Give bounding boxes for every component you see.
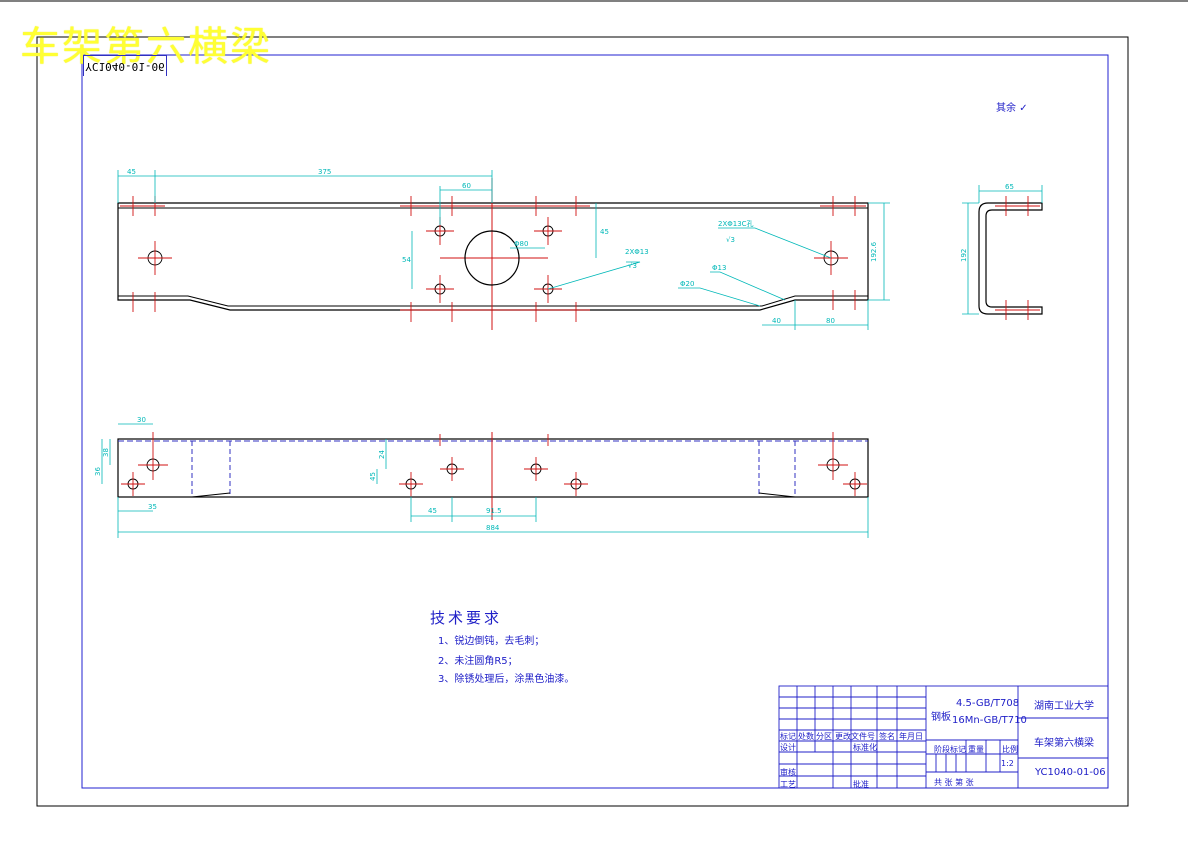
dim-front-1: 375 [318, 168, 331, 176]
weight-label: 重量 [968, 745, 984, 754]
tech-requirement-1: 1、锐边倒钝，去毛刺； [438, 636, 545, 647]
header-sign: 签名 [879, 732, 895, 741]
header-change-doc: 更改文件号 [835, 732, 875, 741]
dim-front-7: 2XΦ13C孔 [718, 220, 754, 228]
scale-label: 比例 [1002, 745, 1018, 754]
dim-front-4: 54 [402, 256, 411, 264]
drawing-number-tab: YC1040-01-06 [83, 55, 167, 76]
standardization-label: 标准化 [853, 743, 877, 752]
dim-top-0: 30 [137, 416, 146, 424]
overlay-title: 车架第六横梁 [20, 24, 272, 70]
dim-front-8: √3 [726, 236, 735, 244]
header-mark: 标记 [780, 732, 796, 741]
design-label: 设计 [780, 743, 796, 752]
roughness-symbol-icon: ✓ [1019, 103, 1028, 114]
dim-front-14: 80 [826, 317, 835, 325]
approve-label: 批准 [853, 780, 869, 789]
review-label: 审核 [780, 768, 796, 777]
dim-top-8: 884 [486, 524, 500, 532]
stage-mark-label: 阶段标记 [934, 745, 966, 754]
dim-front-0: 45 [127, 168, 136, 176]
dim-front-11: Φ20 [680, 280, 694, 288]
dim-front-3: 45 [600, 228, 609, 236]
material-spec-2: 16Mn-GB/T710 [952, 715, 1027, 726]
dim-side-1: 192 [960, 249, 968, 262]
tech-requirement-2: 2、未注圆角R5； [438, 656, 518, 667]
dim-top-7: 91.5 [486, 507, 502, 515]
sheet-info: 共 张 第 张 [934, 778, 974, 787]
dim-front-6: 2XΦ13 [625, 248, 649, 256]
top-view: 30 38 36 24 45 35 45 91.5 884 [94, 416, 869, 538]
drawing-number: YC1040-01-06 [1035, 767, 1106, 778]
inner-frame [81, 54, 1109, 789]
dim-top-1: 38 [102, 448, 110, 457]
school-name: 湖南工业大学 [1034, 701, 1094, 712]
dim-front-12: 192.6 [870, 241, 878, 262]
dim-top-2: 36 [94, 467, 102, 476]
tech-requirement-3: 3、除锈处理后，涂黑色油漆。 [438, 674, 575, 685]
dim-top-3: 24 [378, 450, 386, 459]
dim-side-0: 65 [1005, 183, 1014, 191]
dim-front-9: √3 [628, 262, 637, 270]
front-view: 45 375 60 45 54 Φ80 2XΦ13 2XΦ13C孔 √3 √3 … [117, 168, 890, 330]
dim-front-13: 40 [772, 317, 781, 325]
material-spec-1: 4.5-GB/T708 [956, 698, 1020, 709]
material-label: 钢板 [931, 712, 951, 723]
part-name: 车架第六横梁 [1034, 738, 1094, 749]
header-count: 处数 [798, 732, 814, 741]
scale-value: 1:2 [1001, 759, 1014, 768]
dim-front-10: Φ13 [712, 264, 726, 272]
dim-top-6: 45 [428, 507, 437, 515]
roughness-label: 其余 [996, 103, 1016, 114]
side-view: 65 192 [960, 183, 1043, 320]
dim-top-4: 45 [369, 472, 377, 481]
header-zone: 分区 [816, 732, 832, 741]
dim-front-5: Φ80 [514, 240, 528, 248]
tech-requirements-title: 技术要求 [430, 609, 503, 627]
roughness-note: 其余 ✓ [996, 99, 1028, 114]
outer-frame [36, 36, 1129, 807]
header-date: 年月日 [899, 732, 923, 741]
title-block-lines [778, 685, 1109, 789]
dim-front-2: 60 [462, 182, 471, 190]
dim-top-5: 35 [148, 503, 157, 511]
process-label: 工艺 [780, 780, 796, 789]
